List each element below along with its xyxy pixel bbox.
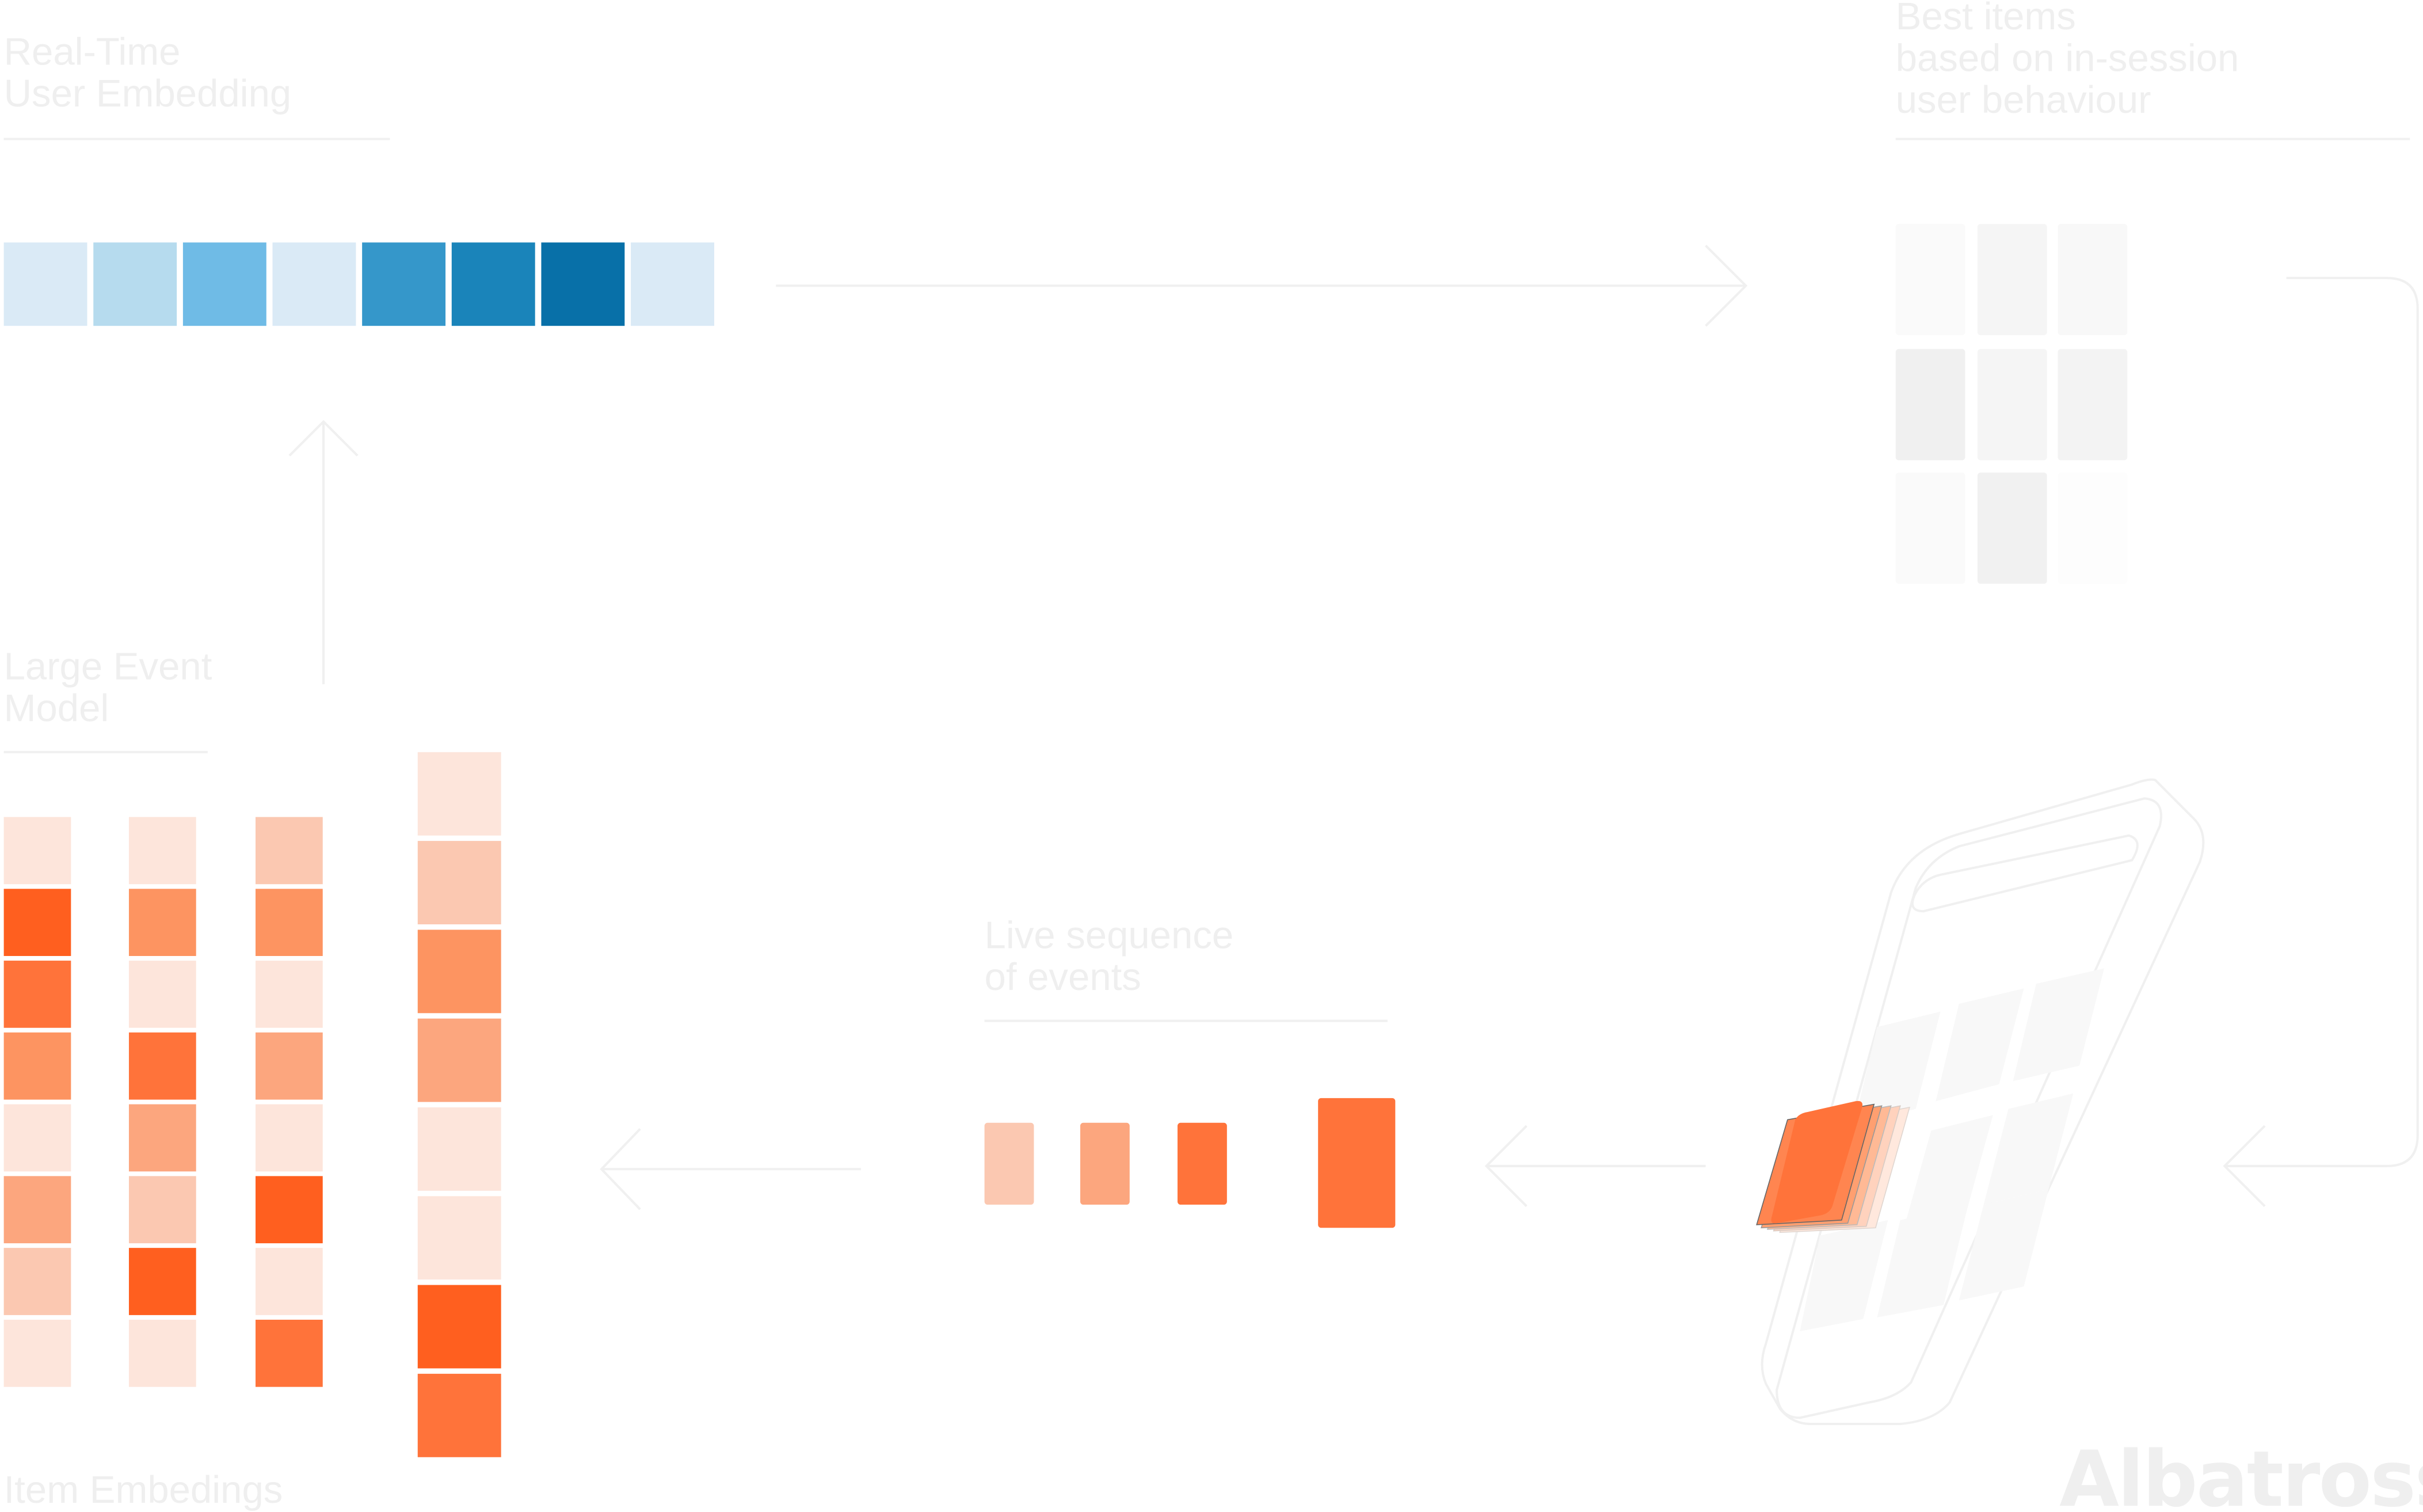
user-embedding-cell [3,242,87,326]
best-items-label-line1: Best items [1896,0,2076,38]
event-card [1080,1122,1130,1205]
large-event-model-label-line1: Large Event [4,645,212,688]
item-embedding-cell [256,1176,323,1244]
item-embedding-cell [256,889,323,956]
phone-icon [1756,778,2205,1426]
user-embedding-label-line1: Real-Time [4,31,181,74]
item-embeddings-label: Item Embedings [4,1468,283,1511]
item-embedding-cell [3,817,71,885]
user-embedding-cell [93,242,177,326]
live-sequence-label-line2: of events [985,955,1141,999]
item-embedding-cell [128,1032,196,1100]
user-embedding-vector [3,242,714,326]
user-embedding-cell [272,242,356,326]
user-embedding-cell [362,242,446,326]
user-embedding-label-line2: User Embedding [4,72,292,115]
best-item-tile [2058,473,2128,584]
item-embedding-cell [128,889,196,956]
item-embedding-cell [3,961,71,1028]
item-embedding-cell [256,961,323,1028]
item-embedding-cell [128,1176,196,1244]
item-embedding-cell [417,1018,501,1102]
live-sequence-label: Live sequence of events [985,914,1388,1022]
best-item-tile [2058,349,2128,460]
user-embedding-cell [541,242,625,326]
live-sequence-label-line1: Live sequence [985,914,1234,957]
best-items-label-line2: based on in-session [1896,36,2239,79]
item-embedding-cell [417,1285,501,1369]
item-embedding-cell [3,1319,71,1387]
large-event-model-label: Large Event Model [4,645,212,753]
item-embedding-cell [417,752,501,836]
best-item-tile [1977,224,2047,336]
best-items-grid [1895,224,2128,584]
arrow-to-event-model [600,1128,861,1210]
item-embedding-cell [256,1032,323,1100]
item-embedding-cell [128,817,196,885]
user-embedding-cell [451,242,535,326]
item-embedding-cell [3,889,71,956]
item-embedding-cell [3,1104,71,1172]
item-embedding-cell [417,930,501,1014]
albatross-logo: Albatross [2059,1434,2423,1512]
best-item-tile [1895,224,1965,336]
best-item-tile [1977,473,2047,584]
user-embedding-cell [182,242,266,326]
best-item-tile [2058,224,2128,336]
item-embedding-cell [3,1176,71,1244]
item-embedding-cell [256,1319,323,1387]
arrow-from-phone [1484,1125,1706,1208]
item-embedding-cell [3,1032,71,1100]
item-embedding-cell [128,1319,196,1387]
event-card [984,1122,1034,1205]
best-items-label-line3: user behaviour [1896,78,2151,121]
swipe-card-stack [1756,1100,1911,1233]
item-embedding-cell [256,1104,323,1172]
best-item-tile [1895,473,1965,584]
item-embedding-cell [417,1196,501,1280]
event-card [1177,1122,1227,1205]
arrow-loop-to-phone [2223,276,2419,1208]
user-embedding-cell [631,242,714,326]
item-embedding-cell [256,817,323,885]
best-item-tile [1895,349,1965,460]
event-card [1318,1098,1396,1228]
item-embedding-cell [417,1373,501,1457]
best-item-tile [1977,349,2047,460]
item-embedding-cell [417,841,501,924]
item-embedding-cell [128,1104,196,1172]
best-items-label: Best items based on in-session user beha… [1896,0,2410,140]
arrow-to-best-items [776,245,1748,327]
item-embedding-cell [417,1107,501,1191]
item-embedding-cell [256,1248,323,1315]
live-event-sequence [984,1098,1396,1228]
item-embeddings-matrix [3,752,501,1457]
large-event-model-label-line2: Model [4,687,109,730]
user-embedding-label: Real-Time User Embedding [4,31,390,140]
item-embedding-cell [128,961,196,1028]
item-embedding-cell [128,1248,196,1315]
item-embedding-cell [3,1248,71,1315]
arrow-up-to-user-embedding [288,420,359,684]
